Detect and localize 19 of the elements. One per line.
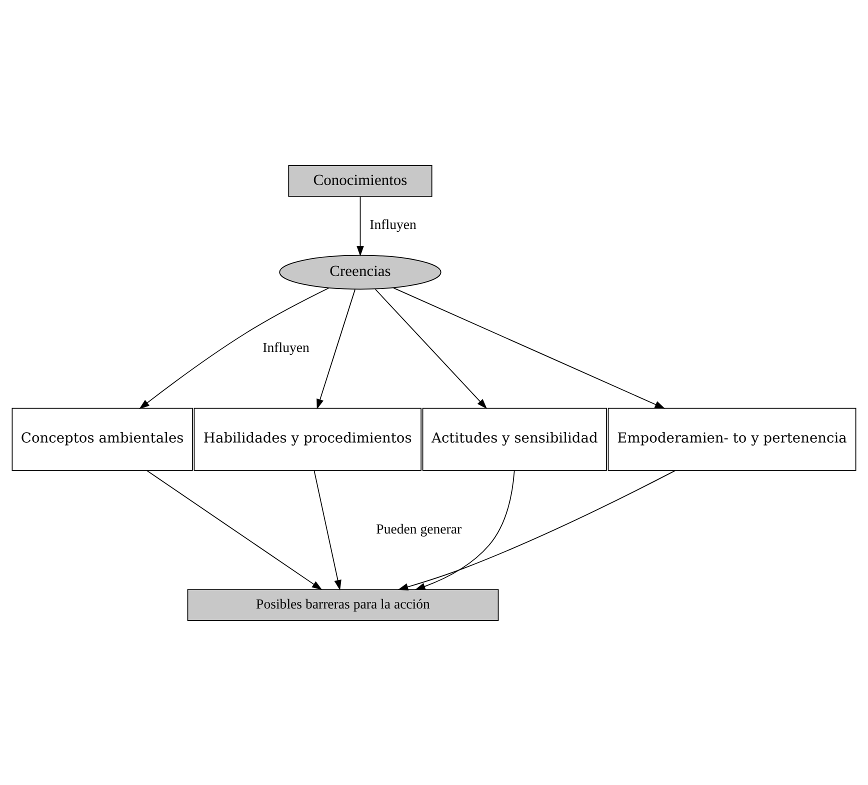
node-box: Actitudes y sensibilidad [422,407,607,470]
node-box: Conocimientos [288,164,432,196]
arrow [356,196,364,256]
label: Pueden generar [376,520,462,536]
arrow [414,470,515,590]
node-box: Habilidades y procedimientos [194,407,422,470]
node-box: Empoderamien- to y pertenencia [608,407,856,470]
label: Influyen [262,340,310,355]
arrow [398,470,676,590]
arrow [146,470,322,590]
node-box: Conceptos ambientales [12,407,193,470]
edge-label: Influyen [370,216,416,232]
arrow [374,288,488,409]
arrow [393,287,666,408]
node-box: Posibles barreras para la acción [187,588,499,620]
node-ellipse: Creencias [279,254,442,290]
arrow [139,287,330,409]
arrow [316,288,356,409]
arrow [314,470,342,590]
